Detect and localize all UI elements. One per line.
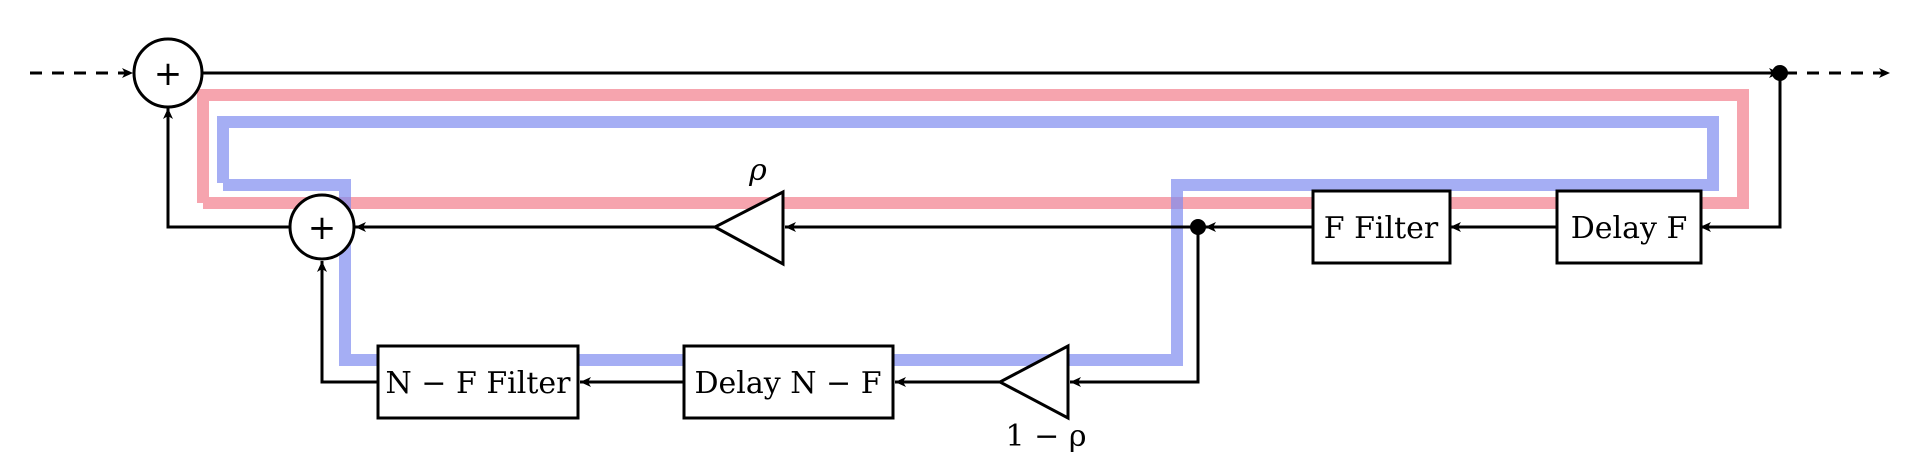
delay-f-label: Delay F (1571, 211, 1688, 246)
f-filter-label: F Filter (1324, 211, 1439, 246)
delay-f-block: Delay F (1555, 189, 1703, 265)
delay-n-minus-f-label: Delay N − F (694, 366, 881, 401)
red-highlight-path (197, 89, 1749, 209)
nf-filter-to-inner-adder-wire (317, 261, 378, 384)
rho-gain-label: ρ (748, 153, 767, 188)
delay-n-minus-f-block: Delay N − F (682, 344, 895, 420)
split-gain: 1 − ρ (996, 343, 1087, 454)
top-adder: + (132, 37, 204, 109)
loop-down-wire (1700, 73, 1782, 232)
blue-highlight-path (217, 116, 1719, 366)
f-filter-block: F Filter (1311, 189, 1452, 265)
branch-to-split-gain-wire (1070, 227, 1200, 387)
inner-adder-symbol: + (308, 208, 337, 248)
n-minus-f-filter-block: N − F Filter (376, 344, 580, 420)
inner-to-top-adder-wire (163, 108, 290, 229)
inner-adder: + (288, 193, 356, 261)
split-gain-label: 1 − ρ (1006, 419, 1087, 454)
rho-gain: ρ (711, 153, 785, 267)
top-adder-symbol: + (154, 54, 183, 94)
n-minus-f-filter-label: N − F Filter (386, 366, 572, 401)
